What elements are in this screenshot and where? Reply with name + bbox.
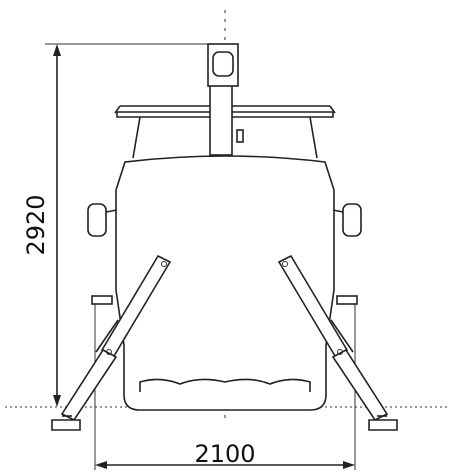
left-side-step: [91, 295, 113, 305]
right-outrigger: [277, 254, 398, 431]
width-dimension-label: 2100: [194, 440, 255, 468]
left-outrigger: [51, 254, 172, 431]
width-dimension: 2100: [94, 300, 356, 470]
height-dimension: 2920: [22, 43, 215, 407]
crane-mast: [207, 43, 244, 156]
front-bumper: [139, 378, 311, 392]
left-strut: [95, 319, 119, 353]
left-mirror: [87, 203, 118, 237]
right-strut: [330, 319, 354, 353]
right-mirror: [332, 203, 362, 237]
roof-rack: [114, 105, 336, 159]
vehicle-cab: [115, 155, 335, 411]
height-dimension-label: 2920: [22, 194, 50, 255]
right-side-step: [336, 295, 358, 305]
